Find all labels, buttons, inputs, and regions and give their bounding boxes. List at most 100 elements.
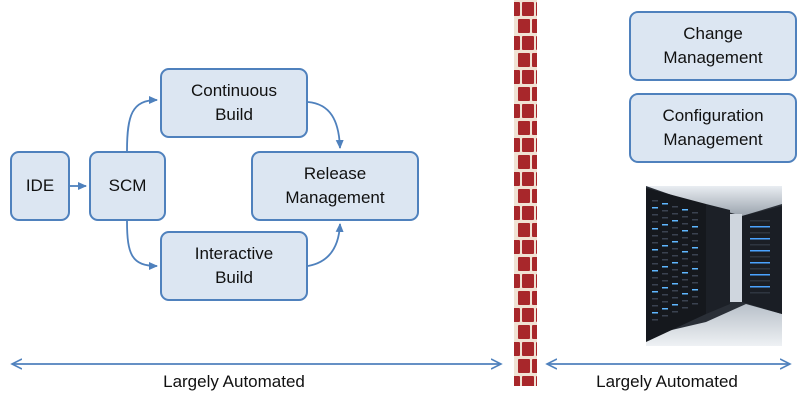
rack-light	[750, 268, 770, 270]
rack-light	[750, 220, 770, 222]
rack-light	[652, 277, 658, 279]
brick	[518, 121, 530, 135]
brick	[532, 257, 537, 271]
brick	[514, 376, 520, 386]
ide-node: IDE	[10, 151, 70, 221]
rack-light	[750, 256, 770, 258]
brick	[522, 308, 534, 322]
rack-light	[692, 303, 698, 305]
rack-light	[750, 280, 770, 282]
brick	[514, 274, 520, 288]
brick	[522, 138, 534, 152]
rack-light	[682, 265, 688, 267]
rack-light	[672, 234, 678, 236]
brick	[514, 308, 520, 322]
change-management-label-line2: Management	[663, 48, 763, 67]
arrow-continuous-build-to-release	[307, 101, 344, 149]
brick	[522, 274, 534, 288]
rack-light	[692, 268, 698, 270]
brick	[522, 104, 534, 118]
brick	[518, 325, 530, 339]
server-room-image	[646, 186, 782, 346]
brick	[536, 70, 537, 84]
rack-light	[662, 203, 668, 205]
brick	[532, 189, 537, 203]
brick	[522, 70, 534, 84]
brick	[532, 87, 537, 101]
rack-light	[652, 319, 658, 321]
rack-light	[652, 249, 658, 251]
rack-light	[682, 258, 688, 260]
rack-light	[672, 276, 678, 278]
brick	[536, 104, 537, 118]
release-management-node: Release Management	[251, 151, 419, 221]
rack-light	[652, 312, 658, 314]
rack-light	[652, 228, 658, 230]
rack-light	[652, 242, 658, 244]
configuration-management-node: Configuration Management	[629, 93, 797, 163]
rack-light	[672, 213, 678, 215]
rack-light	[662, 238, 668, 240]
brick	[532, 53, 537, 67]
rack-light	[682, 230, 688, 232]
brick	[522, 206, 534, 220]
brick	[532, 325, 537, 339]
brick	[514, 206, 520, 220]
rack-light	[652, 270, 658, 272]
brick	[536, 172, 537, 186]
rack-light	[662, 210, 668, 212]
rack-light	[672, 297, 678, 299]
rack-light	[662, 287, 668, 289]
brick	[522, 172, 534, 186]
brick	[518, 53, 530, 67]
brick	[536, 2, 537, 16]
rack-light	[662, 308, 668, 310]
rack-light	[672, 304, 678, 306]
rack-light	[682, 286, 688, 288]
brick	[532, 121, 537, 135]
scm-label: SCM	[108, 176, 147, 195]
interactive-build-label-line1: Interactive	[194, 244, 274, 263]
brick	[518, 189, 530, 203]
brick	[522, 36, 534, 50]
rack-light	[662, 231, 668, 233]
rack-light	[750, 262, 770, 264]
rack-light	[662, 224, 668, 226]
brick	[536, 240, 537, 254]
brick	[518, 359, 530, 373]
brick	[522, 2, 534, 16]
release-management-label-line1: Release	[303, 164, 367, 183]
brick	[514, 240, 520, 254]
brick	[532, 359, 537, 373]
rack-light	[750, 292, 770, 294]
brick	[514, 70, 520, 84]
rack-light	[750, 232, 770, 234]
rack-light	[652, 291, 658, 293]
rack-light	[682, 251, 688, 253]
brick-wall-image	[514, 0, 537, 386]
brick	[518, 257, 530, 271]
brick	[532, 291, 537, 305]
brick	[514, 36, 520, 50]
rack-light	[692, 226, 698, 228]
change-management-node: Change Management	[629, 11, 797, 81]
rack-light	[682, 272, 688, 274]
rack-light	[682, 209, 688, 211]
left-caption: Largely Automated	[163, 372, 305, 391]
rack-light	[692, 296, 698, 298]
server-racks-illustration	[646, 186, 782, 346]
rack-light	[692, 233, 698, 235]
rack-light	[652, 207, 658, 209]
continuous-build-node: Continuous Build	[160, 68, 308, 138]
rack-light	[750, 286, 770, 288]
continuous-build-label-line1: Continuous	[190, 81, 277, 100]
rack-light	[662, 294, 668, 296]
rack-light	[682, 244, 688, 246]
rack-light	[652, 263, 658, 265]
brick	[522, 240, 534, 254]
brick	[532, 155, 537, 169]
change-management-label-line1: Change	[683, 24, 743, 43]
continuous-build-label-line2: Build	[215, 105, 253, 124]
interactive-build-node: Interactive Build	[160, 231, 308, 301]
